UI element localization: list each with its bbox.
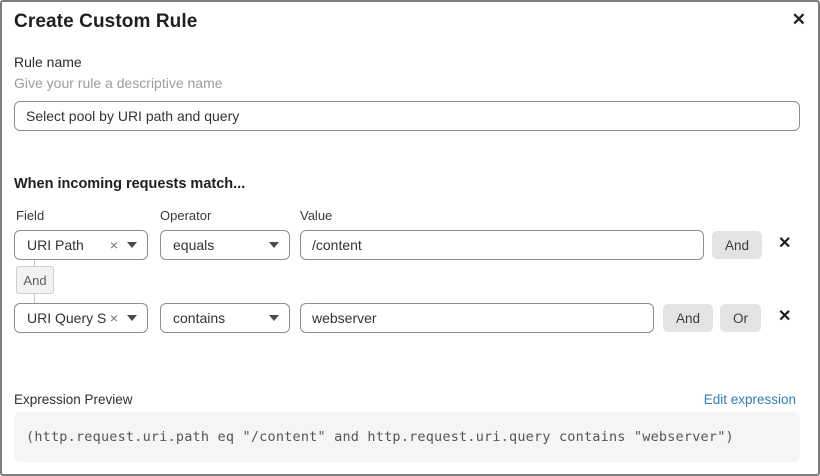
row2-or-button[interactable]: Or [720,304,761,332]
clear-icon[interactable]: × [109,310,118,326]
rule-name-label: Rule name [14,54,82,70]
row2-delete-icon[interactable]: ✕ [778,308,792,325]
rule-name-hint: Give your rule a descriptive name [14,75,223,91]
column-label-value: Value [300,208,333,223]
row2-and-button[interactable]: And [663,304,714,332]
column-label-field: Field [16,208,45,223]
row2-field-select[interactable]: URI Query St... × [14,303,148,333]
clear-icon[interactable]: × [109,237,118,253]
chevron-down-icon [127,315,137,321]
expression-code-text: (http.request.uri.path eq "/content" and… [26,429,734,445]
chevron-down-icon [127,242,137,248]
row1-and-button[interactable]: And [712,231,763,259]
row1-field-value: URI Path [27,237,84,253]
expression-code-block: (http.request.uri.path eq "/content" and… [14,412,800,462]
dialog-title: Create Custom Rule [14,11,198,32]
row2-value-input[interactable] [300,303,654,333]
row2-operator-value: contains [173,310,226,326]
edit-expression-link[interactable]: Edit expression [703,392,796,407]
row1-field-select[interactable]: URI Path × [14,230,148,260]
rule-name-input[interactable] [14,101,800,131]
match-section-heading: When incoming requests match... [14,176,246,192]
column-label-operator: Operator [160,208,212,223]
row2-field-value: URI Query St... [27,310,106,326]
row1-value-input[interactable] [300,230,704,260]
row2-operator-select[interactable]: contains [160,303,290,333]
connector-line-bottom [34,294,35,303]
and-connector-badge: And [16,266,54,294]
close-icon[interactable]: ✕ [791,10,806,29]
expression-preview-label: Expression Preview [14,392,133,407]
row1-delete-icon[interactable]: ✕ [778,235,792,252]
connector-line-top [34,260,35,266]
chevron-down-icon [269,242,279,248]
chevron-down-icon [269,315,279,321]
row1-operator-value: equals [173,237,215,253]
row1-operator-select[interactable]: equals [160,230,290,260]
